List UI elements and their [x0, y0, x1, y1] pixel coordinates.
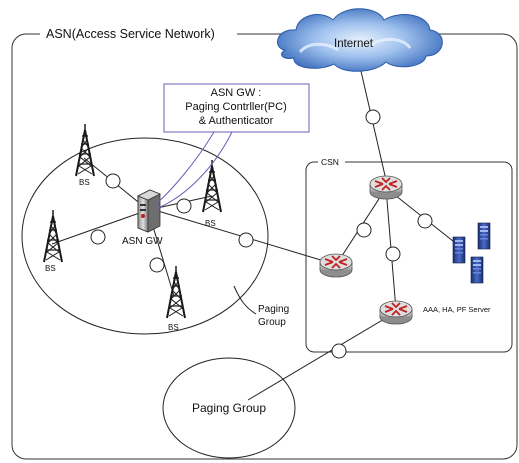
- bs-label: BS: [79, 178, 90, 187]
- paging-group-label: Paging Group: [192, 401, 266, 415]
- asn-label: ASN(Access Service Network): [46, 27, 215, 41]
- server-tower-icon: [137, 189, 161, 233]
- paging-label-line-1: Paging: [258, 304, 289, 315]
- callout-box: [163, 83, 310, 133]
- radio-tower-icon: [166, 265, 186, 319]
- server-rack-icon: [452, 222, 491, 284]
- link-circles: [90, 109, 433, 359]
- paging-label-line-2: Group: [258, 317, 286, 328]
- bs-label: BS: [205, 219, 216, 228]
- bs-label: BS: [45, 264, 56, 273]
- csn-boundary: [305, 161, 513, 353]
- router-icon: [319, 253, 353, 278]
- callout-line-1: ASN GW :: [211, 87, 262, 99]
- asn-gw-label: ASN GW: [122, 236, 163, 247]
- internet-label: Internet: [334, 38, 374, 50]
- paging-pointer: [233, 285, 257, 315]
- cloud-icon: [277, 8, 443, 72]
- callout-line-3: & Authenticator: [199, 115, 274, 127]
- radio-tower-icon: [43, 209, 63, 263]
- router-icon: [369, 175, 403, 200]
- csn-label: CSN: [321, 157, 339, 167]
- router-icon: [379, 300, 413, 325]
- paging-group-ellipse-lower: [162, 357, 296, 459]
- servers-label: AAA, HA, PF Server: [423, 305, 491, 314]
- callout-pointer: [155, 131, 233, 209]
- bs-label: BS: [168, 323, 179, 332]
- paging-group-ellipse-asn: [21, 137, 269, 335]
- asn-boundary: [11, 33, 518, 460]
- callout-line-2: Paging Contrller(PC): [185, 101, 286, 113]
- radio-tower-icon: [202, 159, 222, 213]
